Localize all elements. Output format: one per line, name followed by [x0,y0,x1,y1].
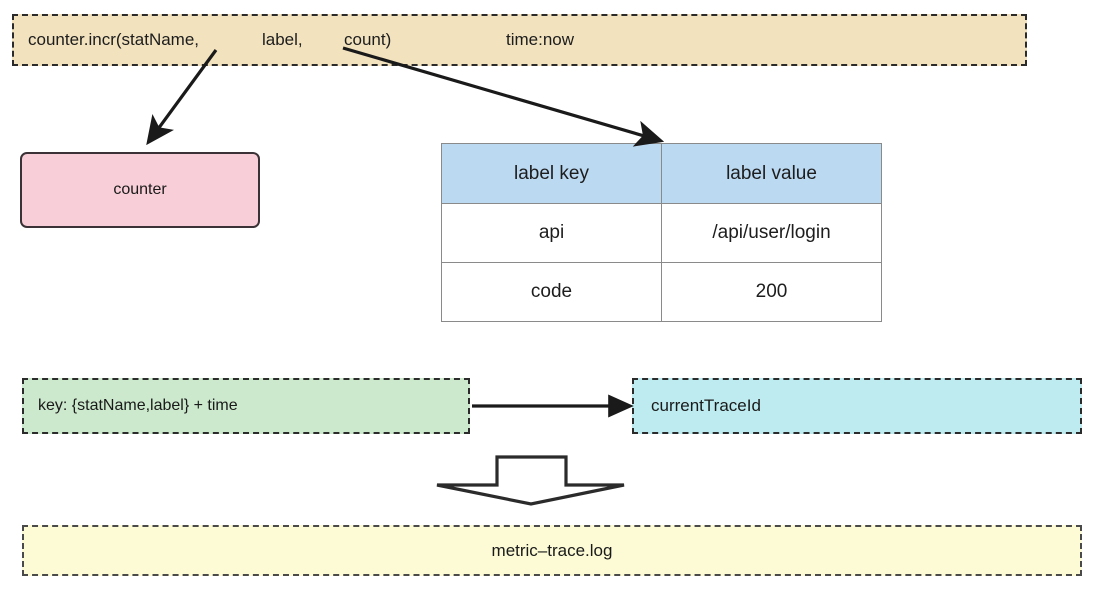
signature-time-text: time:now [506,30,575,49]
trace-node-label: currentTraceId [651,396,761,415]
log-node-label: metric–trace.log [491,540,613,560]
table-header-label-key: label key [441,143,662,204]
signature-statname-text: counter.incr(statName, [28,30,200,49]
signature-label-text: label, [262,30,303,49]
counter-node: counter [20,152,260,228]
signature-box: counter.incr(statName, label, count) tim… [12,14,1027,66]
table-cell-key: api [441,203,662,263]
signature-count-text: count) [344,30,392,49]
key-node: key: {statName,label} + time [22,378,470,434]
table-cell-value: 200 [661,262,882,322]
label-table: label key label value api /api/user/logi… [441,143,882,322]
table-header-label-value: label value [661,143,882,204]
key-node-label: key: {statName,label} + time [38,397,238,414]
block-arrow-down-icon [436,455,625,506]
table-row: code 200 [441,262,882,322]
log-node: metric–trace.log [22,525,1082,576]
trace-node: currentTraceId [632,378,1082,434]
table-cell-key: code [441,262,662,322]
table-header-row: label key label value [441,143,882,204]
counter-node-label: counter [113,181,167,198]
table-row: api /api/user/login [441,203,882,263]
table-cell-value: /api/user/login [661,203,882,263]
